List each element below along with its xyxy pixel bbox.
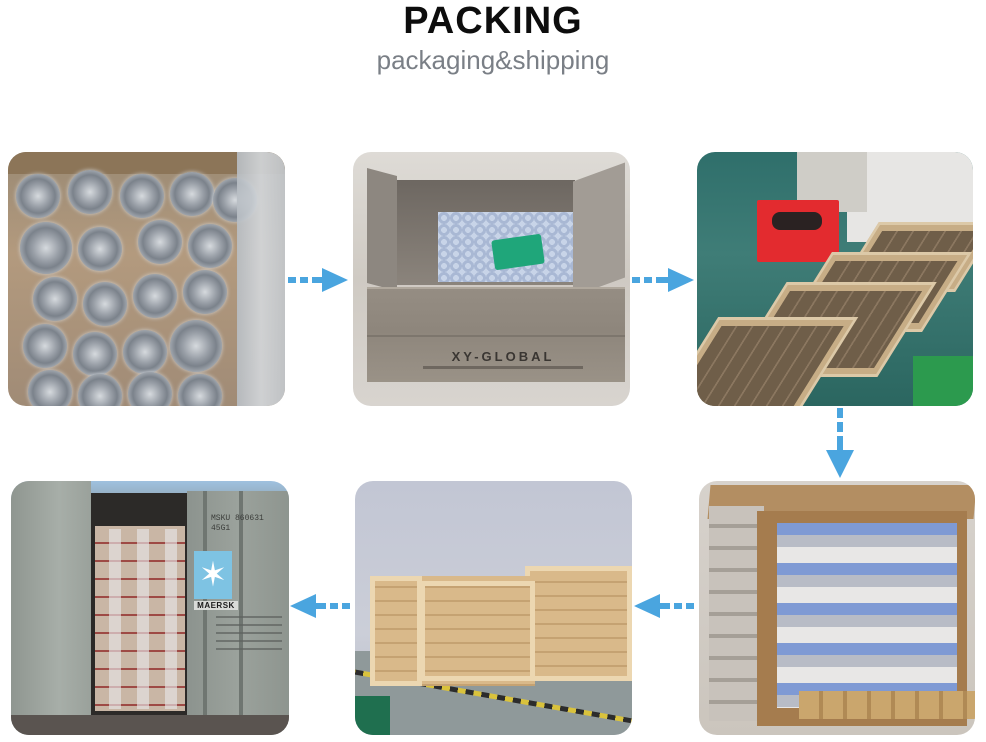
wooden-crate [370,576,535,686]
pallet-side [709,506,764,721]
bearings-in-bubble-wrap-photo [8,152,285,406]
container-brand: MAERSK [194,601,238,610]
carton-seam [367,335,625,337]
carton-tagline [423,366,583,369]
cargo-labels [101,529,181,709]
carton-lid-edge [8,152,285,174]
arrow-right-icon [632,268,696,292]
bearing-item [28,370,72,406]
bearing-item [16,174,60,218]
truck-bed [11,715,289,735]
locking-rod [203,491,207,735]
bearing-item [73,332,117,376]
carton-flap [367,167,397,292]
wooden-crate [525,566,632,681]
green-floor [913,356,973,406]
red-bin-contents [772,212,822,230]
bearing-item [178,374,222,406]
red-bin [757,200,839,262]
bearing-item [138,220,182,264]
open-carton-with-bubble-wrap-photo: XY-GLOBAL [353,152,630,406]
arrow-left-icon [634,594,698,618]
bearing-item [33,277,77,321]
bearing-item [78,374,122,406]
bearing-item [133,274,177,318]
bearing-item [20,222,72,274]
page-title: PACKING [403,0,583,42]
bearing-item [23,324,67,368]
green-mat [355,696,390,735]
bearing-item [128,372,172,406]
wooden-pallet [799,691,975,719]
crate-frame [525,566,632,681]
carton-flap [573,162,625,297]
wooden-crates-photo [355,481,632,735]
crate-frame [370,576,422,686]
stacked-cartons [777,523,957,708]
arrow-left-icon [290,594,354,618]
bearing-item [183,270,227,314]
bearing-item [120,174,164,218]
bearing-item [188,224,232,268]
palletized-cartons-photo [699,481,975,735]
maersk-star-icon: ✶ [194,551,232,599]
arrow-down-icon [826,408,854,478]
page-subtitle: packaging&shipping [376,45,610,75]
bearing-item [123,330,167,374]
container-specs [216,616,282,654]
carton-logo: XY-GLOBAL [451,349,555,364]
container-door-left [11,481,91,735]
locking-rod [239,491,243,735]
container-code-text: MSKU 860631 [211,514,264,523]
bubble-wrap-edge [237,152,285,406]
bearing-item [170,320,222,372]
bearing-item [68,170,112,214]
boxed-products-in-cartons-photo [697,152,973,406]
bearing-item [78,227,122,271]
bearing-item [170,172,214,216]
container-type-text: 45G1 [211,524,231,533]
arrow-right-icon [288,268,352,292]
bearing-item [83,282,127,326]
crate-frame [420,581,535,681]
